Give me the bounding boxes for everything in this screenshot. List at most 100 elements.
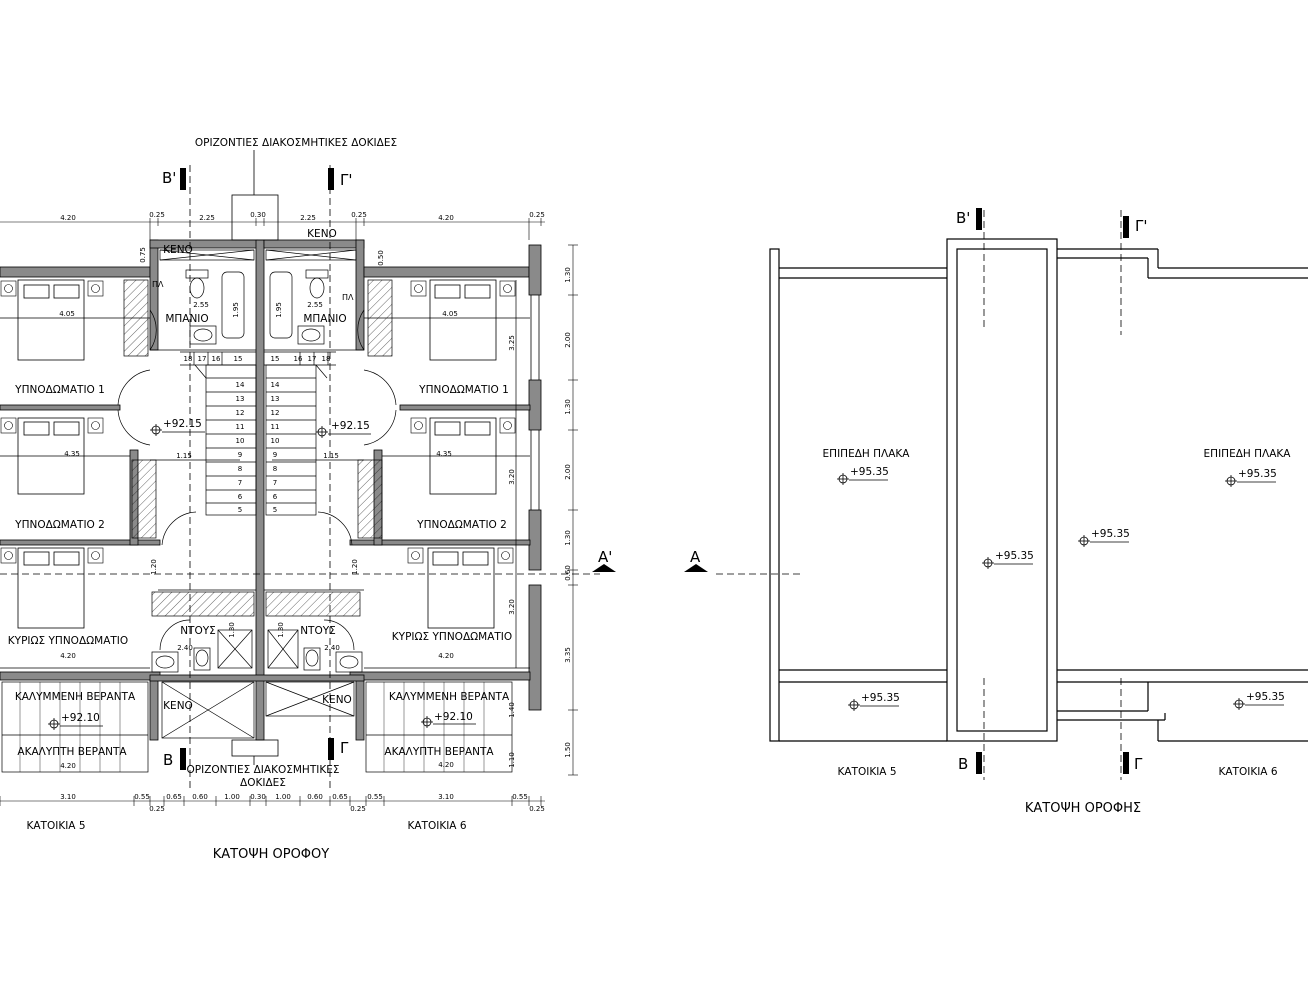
stair-num-l13: 13	[236, 395, 245, 403]
door-swings	[117, 309, 397, 651]
section-a-right-marker	[592, 564, 616, 572]
right-dim-7: 1.50	[564, 742, 572, 758]
roof-house-label-5: ΚΑΤΟΙΚΙΑ 5	[837, 766, 896, 778]
roof-plan-title: ΚΑΤΟΨΗ ΟΡΟΦΗΣ	[1025, 801, 1141, 816]
section-lines	[0, 165, 600, 790]
top-dim-1: 0.25	[149, 211, 165, 219]
section-b-bottom-marker	[180, 748, 186, 770]
roof-level-6: +95.35	[1246, 691, 1285, 703]
inner-dim-bath-h-right: 1.95	[275, 302, 283, 318]
stair-num-r6: 6	[273, 493, 278, 501]
section-g-bottom-label: Γ	[340, 739, 349, 757]
right-dim-6: 3.35	[564, 647, 572, 663]
top-dim-line	[0, 218, 545, 240]
stair-num-r9: 9	[273, 451, 277, 459]
stair-num-l7: 7	[238, 479, 242, 487]
room-label-shower-left: ΝΤΟΥΣ	[180, 625, 216, 637]
room-label-master-right: ΚΥΡΙΩΣ ΥΠΝΟΔΩΜΑΤΙΟ	[392, 631, 512, 643]
level-veranda-left: +92.10	[61, 712, 100, 724]
stair-num-l10: 10	[236, 437, 245, 445]
roof-level-4: +95.35	[1238, 468, 1277, 480]
bottom-dim-line	[0, 796, 545, 806]
bottom-dim-1: 0.55	[134, 793, 150, 801]
room-label-void-top-right: ΚΕΝΟ	[307, 228, 337, 240]
beds	[17, 279, 497, 629]
inner-dim-050: 0.50	[377, 250, 385, 266]
stair-num-l12: 12	[236, 409, 245, 417]
stair-num-r17: 17	[308, 355, 317, 363]
top-dim-6: 4.20	[438, 214, 454, 222]
inner-dim-bath-h-left: 1.95	[232, 302, 240, 318]
stair-num-l5: 5	[238, 506, 242, 514]
stair-num-r12: 12	[271, 409, 280, 417]
right-dim-4: 1.30	[564, 530, 572, 546]
bottom-dim-8: 0.65	[332, 793, 348, 801]
roof-outlines	[769, 238, 1308, 742]
stair-num-r11: 11	[271, 423, 280, 431]
room-label-bath-left: ΜΠΑΝΙΟ	[165, 313, 208, 325]
level-floor-right: +92.15	[331, 420, 370, 432]
roof-section-g-bottom-marker	[1123, 752, 1129, 774]
roof-section-b-bottom-marker	[976, 752, 982, 774]
veranda-grid	[19, 682, 485, 772]
roof-section-a-label: Α	[690, 548, 701, 566]
section-g-top-marker	[328, 168, 334, 190]
stair-numbers-left: 18 17 16 15 14 13 12 11 10 9 8 7 6 5	[184, 355, 245, 514]
bottom-dim-10: 3.10	[438, 793, 454, 801]
right-dim-1: 2.00	[564, 332, 572, 348]
stair-num-r5: 5	[273, 506, 277, 514]
inner-dim-bed1-right: 4.05	[442, 310, 458, 318]
roof-section-g-top-label: Γ'	[1135, 217, 1147, 235]
roof-section-b-bottom-label: Β	[958, 755, 968, 773]
room-label-void-bottom-left: ΚΕΝΟ	[163, 700, 193, 712]
roof-slab-label-left: ΕΠΙΠΕΔΗ ΠΛΑΚΑ	[823, 448, 911, 460]
room-label-void-bottom-right: ΚΕΝΟ	[322, 694, 352, 706]
roof-level-3: +95.35	[1091, 528, 1130, 540]
bottom-dim-low-1: 0.25	[350, 805, 366, 813]
wardrobes	[123, 279, 393, 617]
inner-dim-bed1-left: 4.05	[59, 310, 75, 318]
inner-dim-325: 3.25	[508, 335, 516, 351]
inner-dim-320a: 3.20	[508, 469, 516, 485]
stair-num-l15: 15	[234, 355, 243, 363]
room-label-pl-right: ΠΛ	[342, 293, 354, 302]
roof-section-g-bottom-label: Γ	[1134, 755, 1143, 773]
inner-dim-130-left: 1.30	[228, 622, 236, 638]
roof-section-lines	[716, 210, 1122, 780]
stair-num-r18: 18	[322, 355, 331, 363]
inner-dim-hall-left: 1.15	[176, 452, 192, 460]
bottom-dim-11: 0.55	[512, 793, 528, 801]
bottom-beams-note-line1: ΟΡΙΖΟΝΤΙΕΣ ΔΙΑΚΟΣΜΗΤΙΚΕΣ	[187, 764, 340, 776]
inner-dim-240-left: 2.40	[177, 644, 193, 652]
stair-num-r15: 15	[271, 355, 280, 363]
void-areas	[159, 249, 357, 739]
roof-section-b-top-label: Β'	[956, 209, 970, 227]
inner-dim-bath-w-right: 2.55	[307, 301, 323, 309]
floor-plan-title: ΚΑΤΟΨΗ ΟΡΟΦΟΥ	[213, 847, 330, 862]
room-label-open-veranda-left: ΑΚΑΛΥΠΤΗ ΒΕΡΑΝΤΑ	[17, 746, 127, 758]
roof-level-5: +95.35	[861, 692, 900, 704]
top-dim-0: 4.20	[60, 214, 76, 222]
top-dim-7: 0.25	[529, 211, 545, 219]
bottom-dim-5: 0.30	[250, 793, 266, 801]
level-floor-left: +92.15	[163, 418, 202, 430]
stair-num-l8: 8	[238, 465, 242, 473]
stair-num-l18: 18	[184, 355, 193, 363]
roof-plan: Β' Γ' Β Γ Α ΕΠΙΠΕΔΗ ΠΛΑΚΑ ΕΠΙΠΕΔΗ ΠΛΑΚΑ …	[684, 208, 1308, 816]
bottom-dim-2: 0.65	[166, 793, 182, 801]
stair-num-r10: 10	[271, 437, 280, 445]
stair-num-l9: 9	[238, 451, 242, 459]
room-label-bath-right: ΜΠΑΝΙΟ	[303, 313, 346, 325]
bottom-dim-6: 1.00	[275, 793, 291, 801]
inner-dim-120-left: 1.20	[150, 559, 158, 575]
roof-section-markers	[684, 208, 1129, 774]
stair-num-r13: 13	[271, 395, 280, 403]
roof-slab-label-right: ΕΠΙΠΕΔΗ ΠΛΑΚΑ	[1204, 448, 1292, 460]
bottom-dim-3: 0.60	[192, 793, 208, 801]
roof-section-a-marker	[684, 564, 708, 572]
top-dim-4: 2.25	[300, 214, 316, 222]
room-label-master-left: ΚΥΡΙΩΣ ΥΠΝΟΔΩΜΑΤΙΟ	[8, 635, 128, 647]
section-b-top-label: Β'	[162, 169, 176, 187]
right-dim-2: 1.30	[564, 399, 572, 415]
